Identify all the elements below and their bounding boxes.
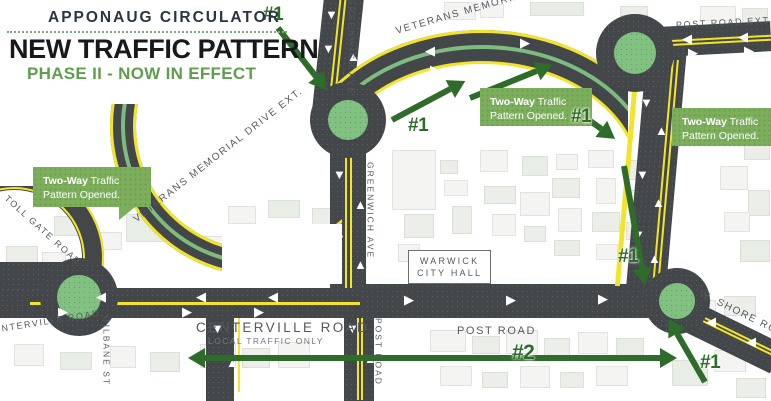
- callout-left-rest: Traffic: [87, 175, 120, 187]
- centerville-road-name-block: CENTERVILLE ROAD LOCAL TRAFFIC ONLY: [196, 320, 370, 346]
- traffic-arrow-right: ▶: [430, 62, 440, 77]
- badge-bottom-right: #1: [700, 352, 721, 373]
- traffic-arrow-left: ◀: [706, 314, 716, 329]
- traffic-arrow-down: ▼: [325, 7, 338, 22]
- centerline-centerville: [30, 302, 390, 305]
- traffic-arrow-left: ◀: [268, 289, 278, 304]
- traffic-arrow-left: ◀: [18, 221, 28, 236]
- roundabout-northeast-island: [614, 32, 656, 74]
- traffic-arrow-right: ▶: [254, 304, 264, 319]
- road-post-road-horizontal: [360, 284, 680, 318]
- traffic-arrow-right: ▶: [58, 304, 68, 319]
- traffic-arrow-left: ◀: [196, 289, 206, 304]
- callout-right-rest: Traffic: [726, 116, 759, 128]
- traffic-arrow-up: ▲: [655, 123, 668, 138]
- centerline-greenwich-mid-a: [345, 120, 347, 290]
- callout-center: Two-Way Traffic Pattern Opened.: [480, 88, 592, 126]
- road-veterans-memorial-drive: [318, 8, 628, 138]
- traffic-arrow-left: ◀: [425, 43, 435, 58]
- callout-right-bold: Two-Way: [682, 116, 727, 128]
- traffic-arrow-left: ◀: [190, 211, 200, 226]
- label-greenwich-ave-top: GREENWICH AVE: [345, 0, 357, 98]
- traffic-arrow-left: ◀: [738, 29, 748, 44]
- label-post-road: POST ROAD: [457, 325, 536, 337]
- label-post-road-vertical-text: POST ROAD: [373, 318, 384, 386]
- roundabout-northeast: [596, 14, 674, 92]
- centerville-road-note: LOCAL TRAFFIC ONLY: [208, 336, 324, 346]
- badge-post-road: #2: [512, 341, 535, 364]
- label-gilbane-st-text: GILBANE ST: [101, 316, 112, 387]
- traffic-arrow-right: ▶: [404, 292, 414, 307]
- traffic-arrow-right: ▶: [506, 292, 516, 307]
- label-greenwich-ave-top-text: GREENWICH AVE: [346, 0, 357, 96]
- centerline-greenwich-mid-b: [350, 120, 352, 290]
- badge-top-left: #1: [263, 4, 284, 25]
- traffic-arrow-left: ◀: [248, 174, 258, 189]
- callout-left-bold: Two-Way: [43, 175, 88, 187]
- centerline-post-vertical-a: [357, 300, 359, 400]
- callout-left-line1: Two-Way Traffic: [43, 174, 142, 188]
- traffic-arrow-up: ▲: [354, 257, 367, 272]
- callout-right: Two-Way Traffic Pattern Opened.: [672, 108, 771, 146]
- traffic-arrow-up: ▲: [648, 251, 661, 266]
- header-title: NEW TRAFFIC PATTERN: [9, 34, 319, 64]
- traffic-arrow-right: ▶: [182, 304, 192, 319]
- label-greenwich-ave-mid: GREENWICH AVE: [364, 162, 376, 262]
- traffic-arrow-down: ▼: [211, 321, 224, 336]
- traffic-arrow-down: ▼: [640, 95, 653, 110]
- callout-left-line2: Pattern Opened.: [43, 189, 121, 201]
- traffic-arrow-left: ◀: [140, 247, 150, 262]
- callout-center-bold: Two-Way: [490, 96, 535, 108]
- traffic-arrow-left: ◀: [96, 289, 106, 304]
- callout-center-rest: Traffic: [534, 96, 567, 108]
- label-greenwich-ave-mid-text: GREENWICH AVE: [365, 162, 376, 260]
- callout-center-line1: Two-Way Traffic: [490, 95, 583, 109]
- roundabout-southeast-island: [659, 283, 695, 319]
- roundabout-center-island: [328, 100, 368, 140]
- badge-center-left: #1: [408, 115, 429, 136]
- green-arrow-2-post-road: [188, 348, 677, 368]
- traffic-arrow-up: ▲: [652, 195, 665, 210]
- traffic-arrow-down: ▼: [322, 41, 335, 56]
- header-subtitle: PHASE II - NOW IN EFFECT: [27, 64, 257, 83]
- centerline-post-vertical-b: [361, 300, 363, 400]
- callout-right-line2: Pattern Opened.: [682, 130, 760, 142]
- traffic-arrow-up: ▲: [347, 49, 360, 64]
- traffic-arrow-left: ◀: [746, 334, 756, 349]
- badge-mid-right: #1: [618, 246, 639, 267]
- traffic-arrow-right: ▶: [744, 43, 754, 58]
- label-gilbane-st: GILBANE ST: [100, 316, 112, 389]
- traffic-arrow-right: ▶: [688, 45, 698, 60]
- centerville-road-name: CENTERVILLE ROAD: [196, 320, 370, 335]
- callout-center-line2: Pattern Opened.: [490, 110, 568, 122]
- callout-left: Two-Way Traffic Pattern Opened.: [33, 167, 151, 207]
- traffic-arrow-right: ▶: [520, 35, 530, 50]
- city-hall-line1: WARWICK: [419, 256, 480, 266]
- header-block: APPONAUG CIRCULATOR NEW TRAFFIC PATTERN …: [0, 0, 320, 90]
- city-hall-line2: CITY HALL: [417, 268, 483, 278]
- traffic-arrow-down: ▼: [333, 167, 346, 182]
- roundabout-west-island: [57, 275, 101, 319]
- callout-left-tail: [119, 207, 135, 220]
- callout-right-line1: Two-Way Traffic: [682, 115, 762, 129]
- traffic-arrow-left: ◀: [522, 17, 532, 32]
- label-post-road-vertical: POST ROAD: [372, 318, 384, 389]
- traffic-arrow-up: ▲: [354, 197, 367, 212]
- header-divider: [7, 31, 287, 33]
- traffic-arrow-down: ▼: [346, 321, 359, 336]
- traffic-arrow-left: ◀: [682, 31, 692, 46]
- traffic-arrow-down: ▼: [333, 231, 346, 246]
- traffic-arrow-down: ▼: [636, 167, 649, 182]
- warwick-city-hall-label: WARWICK CITY HALL: [408, 250, 492, 284]
- badge-center-right: #1: [571, 106, 592, 127]
- header-kicker: APPONAUG CIRCULATOR: [48, 9, 281, 26]
- traffic-arrow-right: ▶: [598, 291, 608, 306]
- centerline-gilbane-a: [238, 296, 240, 392]
